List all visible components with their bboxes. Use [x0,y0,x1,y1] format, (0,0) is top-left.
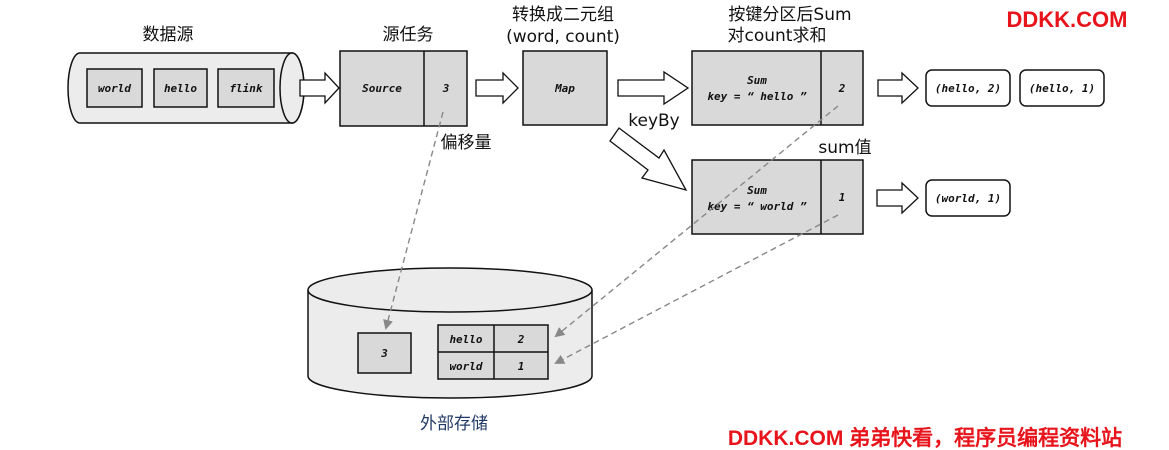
sum-world-name: Sum [747,184,767,197]
checkpoint-world-arrow [554,214,839,364]
source-item-box [86,68,143,108]
output-hello-1: (hello, 1) [1029,82,1095,95]
sum-title-line2: 对count求和 [728,26,827,46]
sum-world-task: Sum key = “ world ” 1 [691,159,864,235]
keyby-arrow-icon [609,127,688,192]
source-item: hello [164,82,197,95]
storage-row-key: world [449,360,482,373]
sum-title-line1: 按键分区后Sum [728,5,851,25]
output-tag [1019,69,1105,107]
keyby-label: keyBy [628,111,679,131]
arrow-right-icon [876,181,919,215]
source-item: flink [229,82,262,95]
source-task-title: 源任务 [383,25,434,45]
sum-world-key: key = “ world ” [707,200,807,213]
arrow-right-icon [475,71,519,105]
sum-value-label: sum值 [818,138,871,158]
storage-row-value: 1 [518,360,525,373]
source-task-offset: 3 [442,82,450,95]
sum-world-value: 1 [839,191,846,204]
map-title-line1: 转换成二元组 [512,5,614,25]
output-world-1: (world, 1) [935,192,1001,205]
offset-label: 偏移量 [441,133,492,153]
map-task-name: Map [554,82,575,95]
arrow-right-icon [617,70,690,106]
arrow-right-icon [877,71,919,105]
source-item-box [153,68,208,108]
source-task-name: Source [362,82,402,95]
checkpoint-hello-arrow [554,105,839,338]
checkpoint-offset-arrow [383,111,444,330]
source-item-box [217,68,275,108]
data-source-cylinder: world hello flink [67,52,305,124]
sum-hello-key: key = “ hello ” [707,90,807,103]
arrow-right-icon [299,71,340,105]
storage-offset-box [357,332,412,374]
output-tag [925,69,1011,107]
storage-offset: 3 [380,347,388,360]
external-storage-cylinder: 3 hello 2 world 1 [307,267,593,399]
source-item: world [98,82,131,95]
output-hello-2: (hello, 2) [935,82,1001,95]
map-task: Map [522,50,608,126]
source-data-title: 数据源 [143,25,194,45]
storage-row-value: 2 [517,333,525,346]
sum-hello-task: Sum key = “ hello ” 2 [691,50,864,126]
output-tag [925,179,1011,217]
sum-hello-name: Sum [747,74,767,87]
watermark-bottom: DDKK.COM 弟弟快看，程序员编程资料站 [728,426,1122,450]
source-task: Source 3 [339,50,468,127]
external-storage-label: 外部存储 [420,414,488,434]
map-title-line2: (word, count) [506,27,620,47]
sum-hello-value: 2 [838,82,846,95]
watermark-top: DDKK.COM [1007,7,1128,32]
storage-row-key: hello [449,333,482,346]
